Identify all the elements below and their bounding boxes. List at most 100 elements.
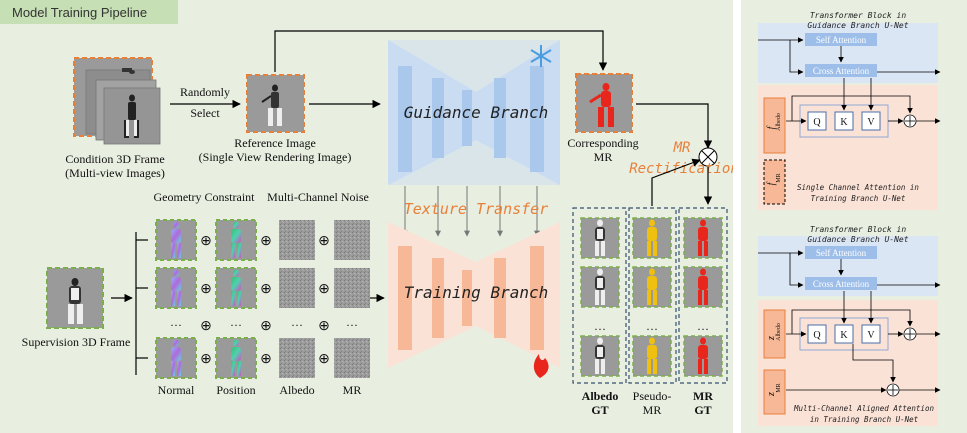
bottom-self-attention-box [805, 246, 877, 259]
grid-cell-1-2 [279, 268, 315, 308]
gt-cell-0-2 [683, 217, 723, 259]
bottom-q-label: Q [813, 330, 821, 341]
grid-cell-3-1 [215, 337, 257, 379]
top-k-box [834, 111, 854, 131]
top-q-box [807, 111, 827, 131]
texture-transfer-arrows [402, 186, 540, 237]
oplus-1-0: ⊕ [200, 282, 212, 297]
mr-rectification-label-1: MR [673, 140, 691, 156]
top-q-label: Q [813, 117, 821, 128]
gt-cell-3-0 [580, 335, 620, 377]
condition-label-2: (Multi-view Images) [65, 166, 165, 180]
gt-ellipsis-2: ··· [697, 322, 709, 336]
grid-cell-0-2 [279, 220, 315, 260]
top-k-label: K [840, 117, 848, 128]
grid-cell-1-1 [215, 267, 257, 309]
corresponding-mr-image [575, 73, 633, 133]
condition-label-1: Condition 3D Frame [65, 152, 164, 166]
top-f-albedo-box [763, 97, 786, 154]
top-skip-connection [274, 30, 608, 72]
supervision-label: Supervision 3D Frame [22, 335, 131, 349]
right-top-block: Transformer Block in Guidance Branch U-N… [758, 11, 941, 210]
top-f-albedo-label: f [766, 125, 777, 129]
condition-grid: ⊕⊕⊕⊕⊕⊕············⊕⊕⊕⊕⊕⊕ [155, 219, 370, 379]
guidance-bars [398, 66, 544, 172]
bottom-caption-1: Multi-Channel Aligned Attention [793, 404, 934, 413]
bottom-cross-attention-box [805, 277, 877, 290]
top-title-2: Guidance Branch U-Net [807, 21, 908, 30]
pseudo-mr-label-2: MR [643, 403, 662, 417]
top-cross-attention-label: Cross Attention [813, 66, 870, 76]
top-f-albedo-sub: Albedo [776, 113, 782, 131]
bottom-z-albedo-box [763, 309, 786, 359]
top-cross-attention-box [805, 64, 877, 77]
snowflake-icon [530, 45, 552, 67]
top-title-1: Transformer Block in [810, 11, 907, 20]
top-f-mr-box [763, 159, 786, 205]
grid-cell-0-1 [215, 219, 257, 261]
reference-label-2: (Single View Rendering Image) [199, 150, 352, 164]
texture-transfer-label: Texture Transfer [404, 200, 549, 218]
top-v-box [861, 111, 881, 131]
top-caption-2: Training Branch U-Net [811, 194, 906, 203]
top-training-block [758, 85, 938, 210]
oplus-ellipsis-0: ⊕ [200, 319, 212, 334]
bottom-caption-2: in Training Branch U-Net [810, 415, 919, 424]
oplus-1-2: ⊕ [318, 282, 330, 297]
mr-gt-label-1: MR [693, 389, 713, 403]
condition-frame-stack [73, 57, 161, 145]
gt-cell-1-1 [632, 266, 672, 308]
mr-gt-label-2: GT [694, 403, 711, 417]
top-f-mr-label: f [766, 181, 777, 185]
bottom-k-label: K [840, 330, 848, 341]
gt-cell-3-1 [632, 335, 672, 377]
oplus-0-0: ⊕ [200, 234, 212, 249]
top-self-attention-label: Self Attention [816, 35, 867, 45]
gt-cell-0-0 [580, 217, 620, 259]
gt-ellipsis-1: ··· [646, 322, 658, 336]
mr-gt-column [678, 207, 728, 384]
bottom-q-box [807, 324, 827, 344]
grid-cell-1-0 [155, 267, 197, 309]
pseudo-mr-label-1: Pseudo- [633, 389, 672, 403]
multi-channel-noise-label: Multi-Channel Noise [267, 190, 369, 204]
oplus-1-1: ⊕ [260, 282, 272, 297]
oplus-0-1: ⊕ [260, 234, 272, 249]
oplus-ellipsis-2: ⊕ [318, 319, 330, 334]
grid-cell-0-0 [155, 219, 197, 261]
oplus-3-0: ⊕ [200, 352, 212, 367]
pseudo-mr-column [628, 207, 677, 384]
albedo-gt-column [572, 207, 627, 384]
top-caption-1: Single Channel Attention in [797, 183, 919, 192]
pseudo-to-multiply-arrow [651, 158, 701, 206]
col-label-normal: Normal [158, 383, 195, 397]
bottom-z-mr-label: z [766, 392, 777, 397]
grid-cell-3-2 [279, 338, 315, 378]
bottom-z-albedo-sub: Albedo [776, 323, 782, 341]
mr-rectification-label-2: Rectification [629, 161, 739, 177]
ellipsis-1: ··· [230, 318, 242, 332]
guidance-branch-shape [388, 40, 560, 185]
randomly-label: Randomly [180, 85, 230, 99]
corresponding-label-2: MR [594, 150, 613, 164]
grid-cell-3-0 [155, 337, 197, 379]
mr-to-multiply-arrow [636, 103, 713, 149]
bottom-v-label: V [867, 330, 875, 341]
bottom-z-mr-sub: MR [776, 383, 782, 392]
albedo-gt-label-2: GT [591, 403, 608, 417]
ellipsis-3: ··· [346, 318, 358, 332]
gt-cell-1-0 [580, 266, 620, 308]
col-label-position: Position [216, 383, 255, 397]
bottom-title-2: Guidance Branch U-Net [807, 235, 908, 244]
oplus-ellipsis-1: ⊕ [260, 319, 272, 334]
gt-ellipsis-0: ··· [594, 322, 606, 336]
select-label: Select [190, 106, 220, 120]
top-self-attention-box [805, 33, 877, 46]
main-panel-title: Model Training Pipeline [12, 5, 147, 20]
bottom-v-box [861, 324, 881, 344]
ellipsis-0: ··· [170, 318, 182, 332]
oplus-3-1: ⊕ [260, 352, 272, 367]
albedo-gt-label-1: Albedo [582, 389, 619, 403]
gt-cells: ··· ··· ··· [580, 217, 723, 377]
training-bars [398, 246, 544, 350]
